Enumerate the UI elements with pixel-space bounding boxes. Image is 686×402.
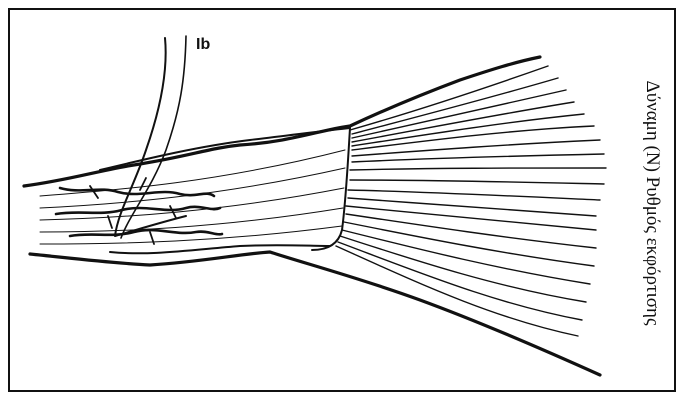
fascicle-right-edge: [312, 128, 350, 250]
muscle-fiber-bundle: [336, 66, 606, 336]
fascicle-lower-edge: [110, 245, 330, 253]
nerve-ending-branch: [60, 188, 214, 196]
ib-nerve-label: Ib: [196, 36, 210, 54]
ib-nerve-fiber: [115, 38, 186, 236]
side-caption: Δύναμη (Ν) Ρυθμός εκφόρτισης: [641, 81, 663, 326]
